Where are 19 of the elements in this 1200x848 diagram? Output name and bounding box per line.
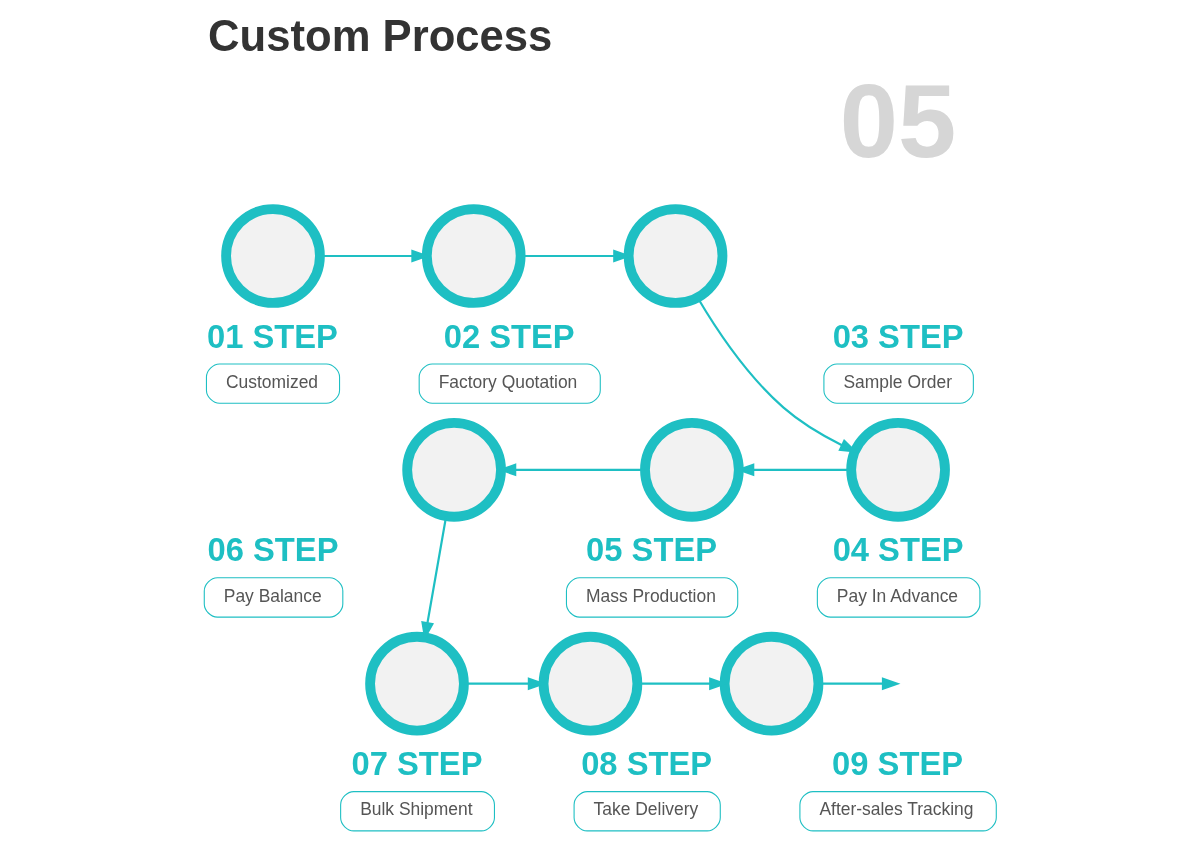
node-circle (221, 204, 325, 308)
node-circle (719, 631, 824, 736)
node-label: 03 STEP (832, 317, 964, 355)
node-circle (365, 631, 469, 736)
node-label: 02 STEP (443, 317, 575, 355)
diagram-title: Custom Process (208, 11, 553, 60)
node-label: 04 STEP (832, 531, 964, 569)
node-circle (421, 204, 526, 308)
node-label: 06 STEP (207, 531, 339, 569)
node-circle (846, 418, 950, 522)
node-label: 01 STEP (207, 317, 338, 355)
node-label: 05 STEP (586, 531, 718, 569)
node-circle (623, 204, 728, 308)
node-circle (640, 418, 744, 522)
node-circle (538, 631, 643, 736)
node-circle (402, 418, 506, 522)
node-label: 08 STEP (581, 745, 713, 783)
node-label: 09 STEP (832, 745, 964, 783)
node-label: 07 STEP (351, 745, 483, 783)
